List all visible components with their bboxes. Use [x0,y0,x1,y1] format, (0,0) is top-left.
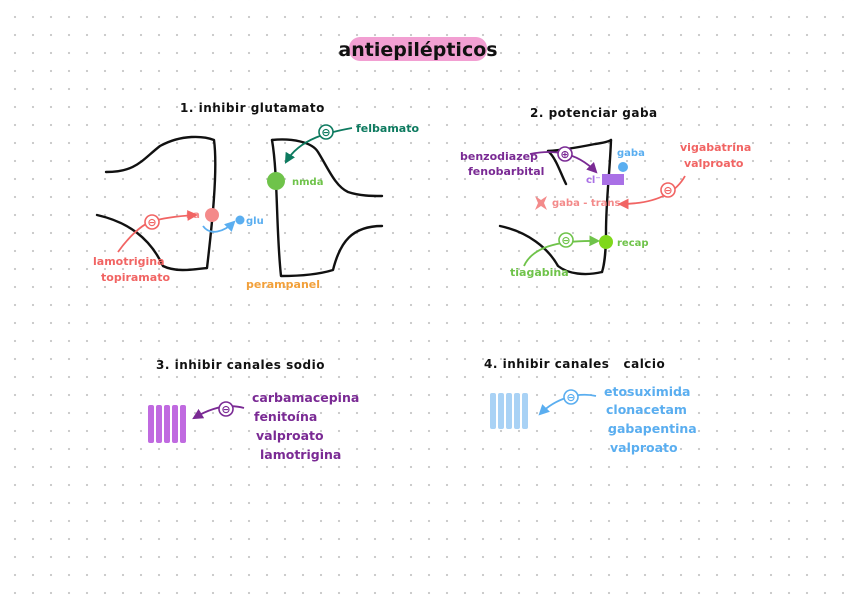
drug-valproato-sodium: valproato [256,428,324,443]
drug-felbamato: felbamato [356,122,419,135]
tiagabina-arrow [523,235,601,267]
drug-topiramato: topiramato [101,271,170,284]
nmda-label: nmda [292,177,323,188]
section-glutamate: 1. inhibir glutamato na glu nmda ⊖ felba… [93,101,419,291]
calcium-inhibit-circle [563,389,579,405]
lamotrigina-inhibit-sign: ⊖ [147,216,156,229]
chloride-label: cl⁻ [586,175,601,186]
postsynaptic-terminal-top [270,138,384,198]
page-title-group: antiepilépticos [338,37,498,61]
vigabatrina-inhibit-sign: ⊖ [663,184,672,197]
section-heading-sodium: 3. inhibir canales sodio [156,358,325,372]
drug-gabapentina: gabapentina [608,421,697,436]
felbamato-arrow [284,127,353,164]
gaba-trans-label: gaba - trans [552,198,621,209]
page-title: antiepilépticos [338,39,497,61]
calcium-inhibit-sign: ⊖ [566,391,575,404]
felbamato-inhibit-circle [318,124,334,140]
sodium-channel-icon [148,405,186,443]
presynaptic-terminal [95,135,217,272]
drug-valproato-calcium: valproato [610,440,678,455]
drug-vigabatrina: vigabatrina [680,141,751,154]
calcium-channel-icon [490,393,528,429]
felbamato-inhibit-sign: ⊖ [321,126,330,139]
drug-lamotrigina-2: lamotrigina [260,447,341,462]
section-heading-gaba: 2. potenciar gaba [530,106,658,120]
glutamate-dot [235,215,245,225]
sodium-inhibit-sign: ⊖ [221,403,230,416]
gaba-neuron-bottom [498,224,604,276]
gaba-molecule-dot [618,162,628,172]
glu-label: glu [246,216,264,227]
section-heading-calcium: 4. inhibir canales calcio [484,357,665,371]
title-highlight [349,37,487,61]
gaba-trans-icon [535,196,547,210]
tiagabina-inhibit-sign: ⊖ [561,234,570,247]
section-heading-glutamate: 1. inhibir glutamato [180,101,325,115]
vigabatrina-inhibit-circle [660,182,676,198]
drug-lamotrigina-1: lamotrigina [93,255,165,268]
drug-tiagabina: tiagabina [510,266,569,279]
nmda-receptor-dot [267,172,285,190]
drug-etosuximida: etosuximida [604,384,690,399]
sodium-inhibit-circle [218,401,234,417]
gaba-neuron-right [600,138,613,274]
lamotrigina-inhibit-circle [144,214,160,230]
vigabatrina-arrow [617,175,686,210]
benzodiazepine-enhance-sign: ⊕ [560,148,569,161]
drug-fenitoina: fenitoína [254,409,317,424]
section-gaba: 2. potenciar gaba gaba cl⁻ gaba - trans … [460,106,751,279]
gaba-neuron-left [546,149,568,186]
gaba-label: gaba [617,148,645,159]
gaba-receptor [602,174,624,185]
benzodiazepine-enhance-circle [557,146,573,162]
drug-benzodiazep: benzodiazep [460,150,538,163]
drug-valproato-gaba: valproato [684,157,744,170]
section-calcium: 4. inhibir canales calcio ⊖ etosuximida … [484,357,697,455]
drug-carbamacepina: carbamacepina [252,390,359,405]
glutamate-release-arrow [202,220,236,233]
drug-clonacetam: clonacetam [606,402,687,417]
recap-label: recap [617,238,649,249]
drug-perampanel: perampanel [246,278,320,291]
recapture-transporter-dot [599,235,613,249]
sodium-channel-dot [205,208,219,222]
postsynaptic-terminal [270,138,384,278]
tiagabina-inhibit-circle [558,232,574,248]
gaba-neuron-top [546,138,613,153]
drug-fenobarbital: fenobarbital [468,165,544,178]
section-sodium: 3. inhibir canales sodio ⊖ carbamacepina… [148,358,359,462]
